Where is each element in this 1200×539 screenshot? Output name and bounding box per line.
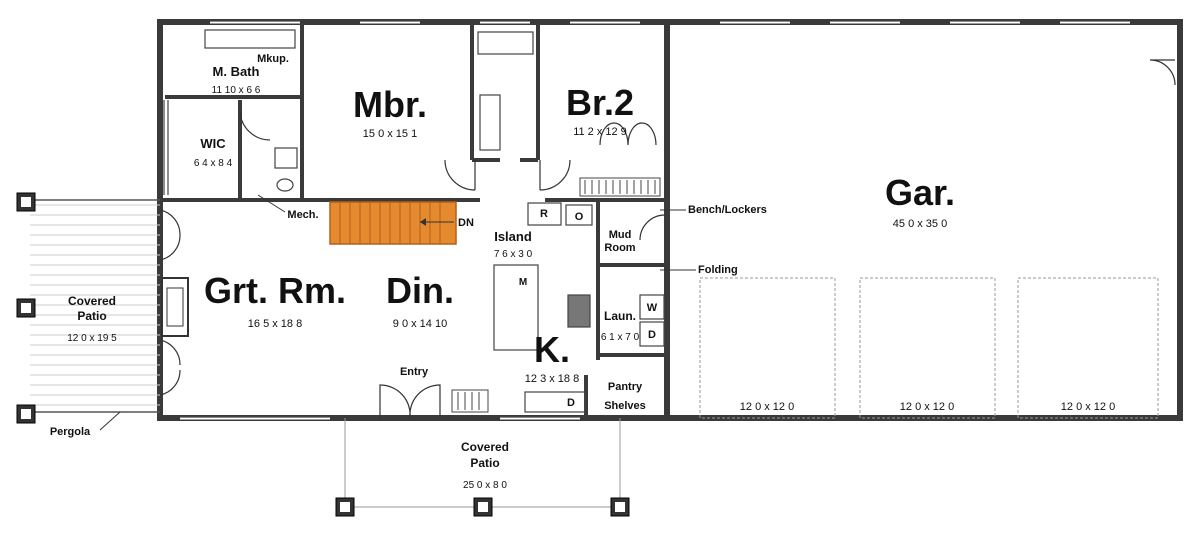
appliance-o: O xyxy=(575,211,584,223)
room-dim-island: 7 6 x 3 0 xyxy=(494,249,533,260)
room-dim-mbath: 11 10 x 6 6 xyxy=(212,85,261,96)
label-mud1: Mud xyxy=(609,229,632,241)
garage-bay-1-dim: 12 0 x 12 0 xyxy=(740,401,794,413)
garage-bay-3-dim: 12 0 x 12 0 xyxy=(1061,401,1115,413)
left-windows xyxy=(163,100,169,195)
room-name-grt: Grt. Rm. xyxy=(204,270,346,311)
label-mkup: Mkup. xyxy=(257,53,289,65)
patio-side-line2: Patio xyxy=(77,309,106,323)
room-dim-wic: 6 4 x 8 4 xyxy=(194,158,233,169)
staircase xyxy=(329,201,457,245)
room-name-mbath: M. Bath xyxy=(213,64,260,79)
patio-side-dim: 12 0 x 19 5 xyxy=(67,333,117,344)
patio-front-line2: Patio xyxy=(470,456,499,470)
room-name-k: K. xyxy=(534,329,570,370)
fireplace xyxy=(161,277,189,337)
patio-front-line1: Covered xyxy=(461,440,509,454)
room-dim-din: 9 0 x 14 10 xyxy=(393,318,447,330)
label-pantry: Pantry xyxy=(608,381,643,393)
garage-bays xyxy=(699,277,1159,419)
interior-walls xyxy=(160,22,667,418)
label-mech: Mech. xyxy=(287,209,318,221)
appliance-dishwasher: D xyxy=(567,397,575,409)
patio-side-line1: Covered xyxy=(68,294,116,308)
doors xyxy=(159,59,1176,419)
appliance-m: M xyxy=(519,277,527,288)
garage-bay-2-dim: 12 0 x 12 0 xyxy=(900,401,954,413)
label-mud2: Room xyxy=(604,242,635,254)
room-name-din: Din. xyxy=(386,270,454,311)
fixtures xyxy=(204,29,665,413)
label-dn: DN xyxy=(458,217,474,229)
room-dim-gar: 45 0 x 35 0 xyxy=(893,218,947,230)
window-lines xyxy=(180,20,1130,418)
leader-lines xyxy=(99,194,696,431)
closet-shelves xyxy=(451,177,661,413)
appliance-r: R xyxy=(540,208,548,220)
windows xyxy=(180,20,1130,420)
room-name-wic: WIC xyxy=(200,136,226,151)
room-dim-br2: 11 2 x 12 9 xyxy=(573,126,627,138)
appliance-w: W xyxy=(647,302,658,314)
room-name-mbr: Mbr. xyxy=(353,84,427,125)
room-dim-laun: 6 1 x 7 0 xyxy=(601,332,640,343)
room-dim-mbr: 15 0 x 15 1 xyxy=(363,128,417,140)
label-folding: Folding xyxy=(698,264,738,276)
appliance-d: D xyxy=(648,329,656,341)
patio-front-dim: 25 0 x 8 0 xyxy=(463,480,507,491)
front-patio xyxy=(335,418,630,517)
room-dim-grt: 16 5 x 18 8 xyxy=(248,318,302,330)
label-entry: Entry xyxy=(400,366,429,378)
label-bench: Bench/Lockers xyxy=(688,204,767,216)
room-name-br2: Br.2 xyxy=(566,82,634,123)
label-pergola: Pergola xyxy=(50,426,91,438)
room-name-island: Island xyxy=(494,229,532,244)
room-name-gar: Gar. xyxy=(885,172,955,213)
room-name-laun: Laun. xyxy=(604,309,636,323)
label-shelves: Shelves xyxy=(604,400,646,412)
room-dim-k: 12 3 x 18 8 xyxy=(525,373,579,385)
pergola xyxy=(16,192,160,424)
